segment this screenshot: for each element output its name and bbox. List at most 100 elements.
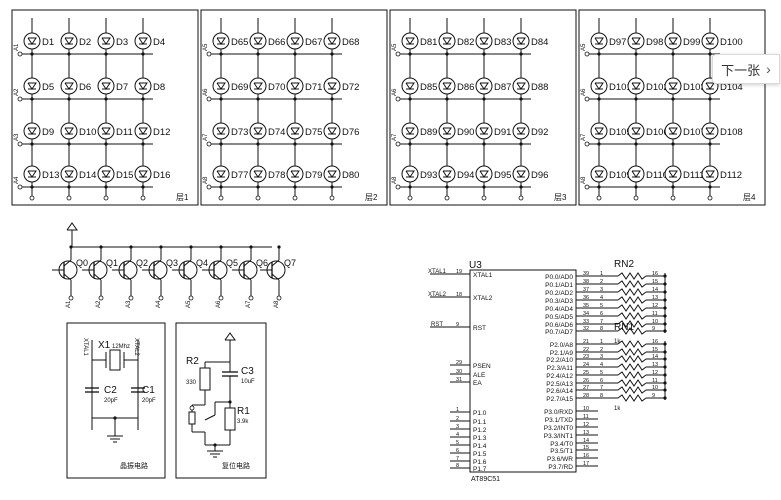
- led-diode: D80: [323, 165, 359, 189]
- transistor-emitter: [123, 273, 132, 281]
- transistor-collector: [213, 259, 222, 267]
- rn-pin-left: 8: [600, 326, 603, 332]
- led-body: [590, 77, 608, 95]
- led-diode: D89: [401, 122, 437, 146]
- led-triangle: [290, 82, 300, 90]
- led-triangle: [705, 82, 715, 90]
- junction-dot: [219, 185, 223, 189]
- transistor-emitter: [271, 273, 280, 281]
- junction-dot: [256, 185, 260, 189]
- pin-terminal: [218, 295, 224, 301]
- pin-terminal: [68, 295, 74, 301]
- oscillator-title: 晶振电路: [120, 461, 148, 470]
- transistor-emitter: [243, 273, 252, 281]
- next-image-button[interactable]: 下一张 ›: [712, 54, 780, 84]
- junction-dot: [249, 245, 253, 249]
- led-body: [134, 165, 152, 183]
- led-designator: D94: [457, 170, 474, 181]
- layer-label: 层2: [365, 193, 378, 202]
- led-designator: D95: [494, 170, 511, 181]
- led-body: [249, 165, 267, 183]
- row-net-label: A5: [581, 43, 587, 51]
- led-diode: D81: [401, 32, 437, 56]
- pin-terminal: [98, 295, 104, 301]
- junction-dot: [141, 52, 145, 56]
- led-triangle: [479, 82, 489, 90]
- led-designator: D66: [268, 37, 285, 48]
- rn-pin-right: 13: [652, 295, 658, 301]
- led-diode: D11: [97, 122, 133, 146]
- junction-dot: [708, 97, 712, 101]
- led-designator: D86: [457, 82, 474, 93]
- led-designator: D16: [153, 170, 170, 181]
- pin-number: 35: [583, 303, 589, 309]
- led-body: [438, 165, 456, 183]
- led-triangle: [290, 37, 300, 45]
- led-triangle: [327, 127, 337, 135]
- pin-terminal: [17, 96, 23, 102]
- junction-dot: [69, 245, 73, 249]
- led-designator: D93: [420, 170, 437, 181]
- pin-terminal: [29, 195, 35, 201]
- pin-number: 34: [583, 311, 589, 317]
- pin-name: P0.7/AD7: [545, 329, 573, 336]
- pin-terminal: [188, 295, 194, 301]
- led-diode: D83: [475, 32, 511, 56]
- junction-dot: [256, 52, 260, 56]
- led-body: [212, 165, 230, 183]
- led-body: [23, 32, 41, 50]
- row-net-label: A8: [581, 176, 587, 184]
- led-triangle: [516, 82, 526, 90]
- transistor-designator: Q5: [226, 258, 238, 268]
- rn-pin-left: 3: [600, 287, 603, 293]
- rn-pin-left: 5: [600, 303, 603, 309]
- junction-dot: [671, 52, 675, 56]
- junction-dot: [256, 142, 260, 146]
- transistor-designator: Q1: [106, 258, 118, 268]
- led-body: [97, 77, 115, 95]
- emitter-net-label: A8: [274, 300, 280, 308]
- pin-terminal: [17, 51, 23, 57]
- junction-dot: [408, 142, 412, 146]
- r1-value: 3.9k: [237, 419, 249, 425]
- junction-dot: [67, 97, 71, 101]
- pin-net-label: XTAL1: [428, 269, 447, 275]
- rn-pin-left: 7: [600, 385, 603, 391]
- pin-name: P0.5/AD5: [545, 314, 573, 321]
- led-body: [212, 122, 230, 140]
- resistor-zigzag: [617, 379, 647, 387]
- led-triangle: [631, 170, 641, 178]
- led-diode: D16: [134, 165, 170, 189]
- led-designator: D108: [720, 127, 743, 138]
- emitter-net-label: A5: [186, 300, 192, 308]
- led-designator: D80: [342, 170, 359, 181]
- rn-pin-left: 3: [600, 354, 603, 360]
- led-designator: D96: [531, 170, 548, 181]
- r2-designator: R2: [186, 356, 199, 367]
- pin-terminal: [103, 195, 109, 201]
- r1-designator: R1: [237, 406, 250, 417]
- vcc-symbol: [224, 332, 236, 350]
- rn-pin-left: 8: [600, 393, 603, 399]
- led-body: [212, 32, 230, 50]
- led-triangle: [27, 37, 37, 45]
- led-body: [475, 165, 493, 183]
- transistor-designator: Q2: [136, 258, 148, 268]
- transistor-designator: Q7: [284, 258, 296, 268]
- led-body: [323, 32, 341, 50]
- transistor-emitter: [153, 273, 162, 281]
- junction-dot: [30, 97, 34, 101]
- pin-number: 13: [583, 430, 589, 436]
- led-diode: D91: [475, 122, 511, 146]
- pin-number: 21: [583, 339, 589, 345]
- led-body: [286, 122, 304, 140]
- led-body: [512, 77, 530, 95]
- led-triangle: [668, 127, 678, 135]
- junction-dot: [293, 97, 297, 101]
- oscillator-frame: [66, 322, 166, 479]
- junction-dot: [219, 142, 223, 146]
- junction-dot: [634, 185, 638, 189]
- r2-value: 330: [186, 380, 197, 386]
- led-diode: D13: [23, 165, 59, 189]
